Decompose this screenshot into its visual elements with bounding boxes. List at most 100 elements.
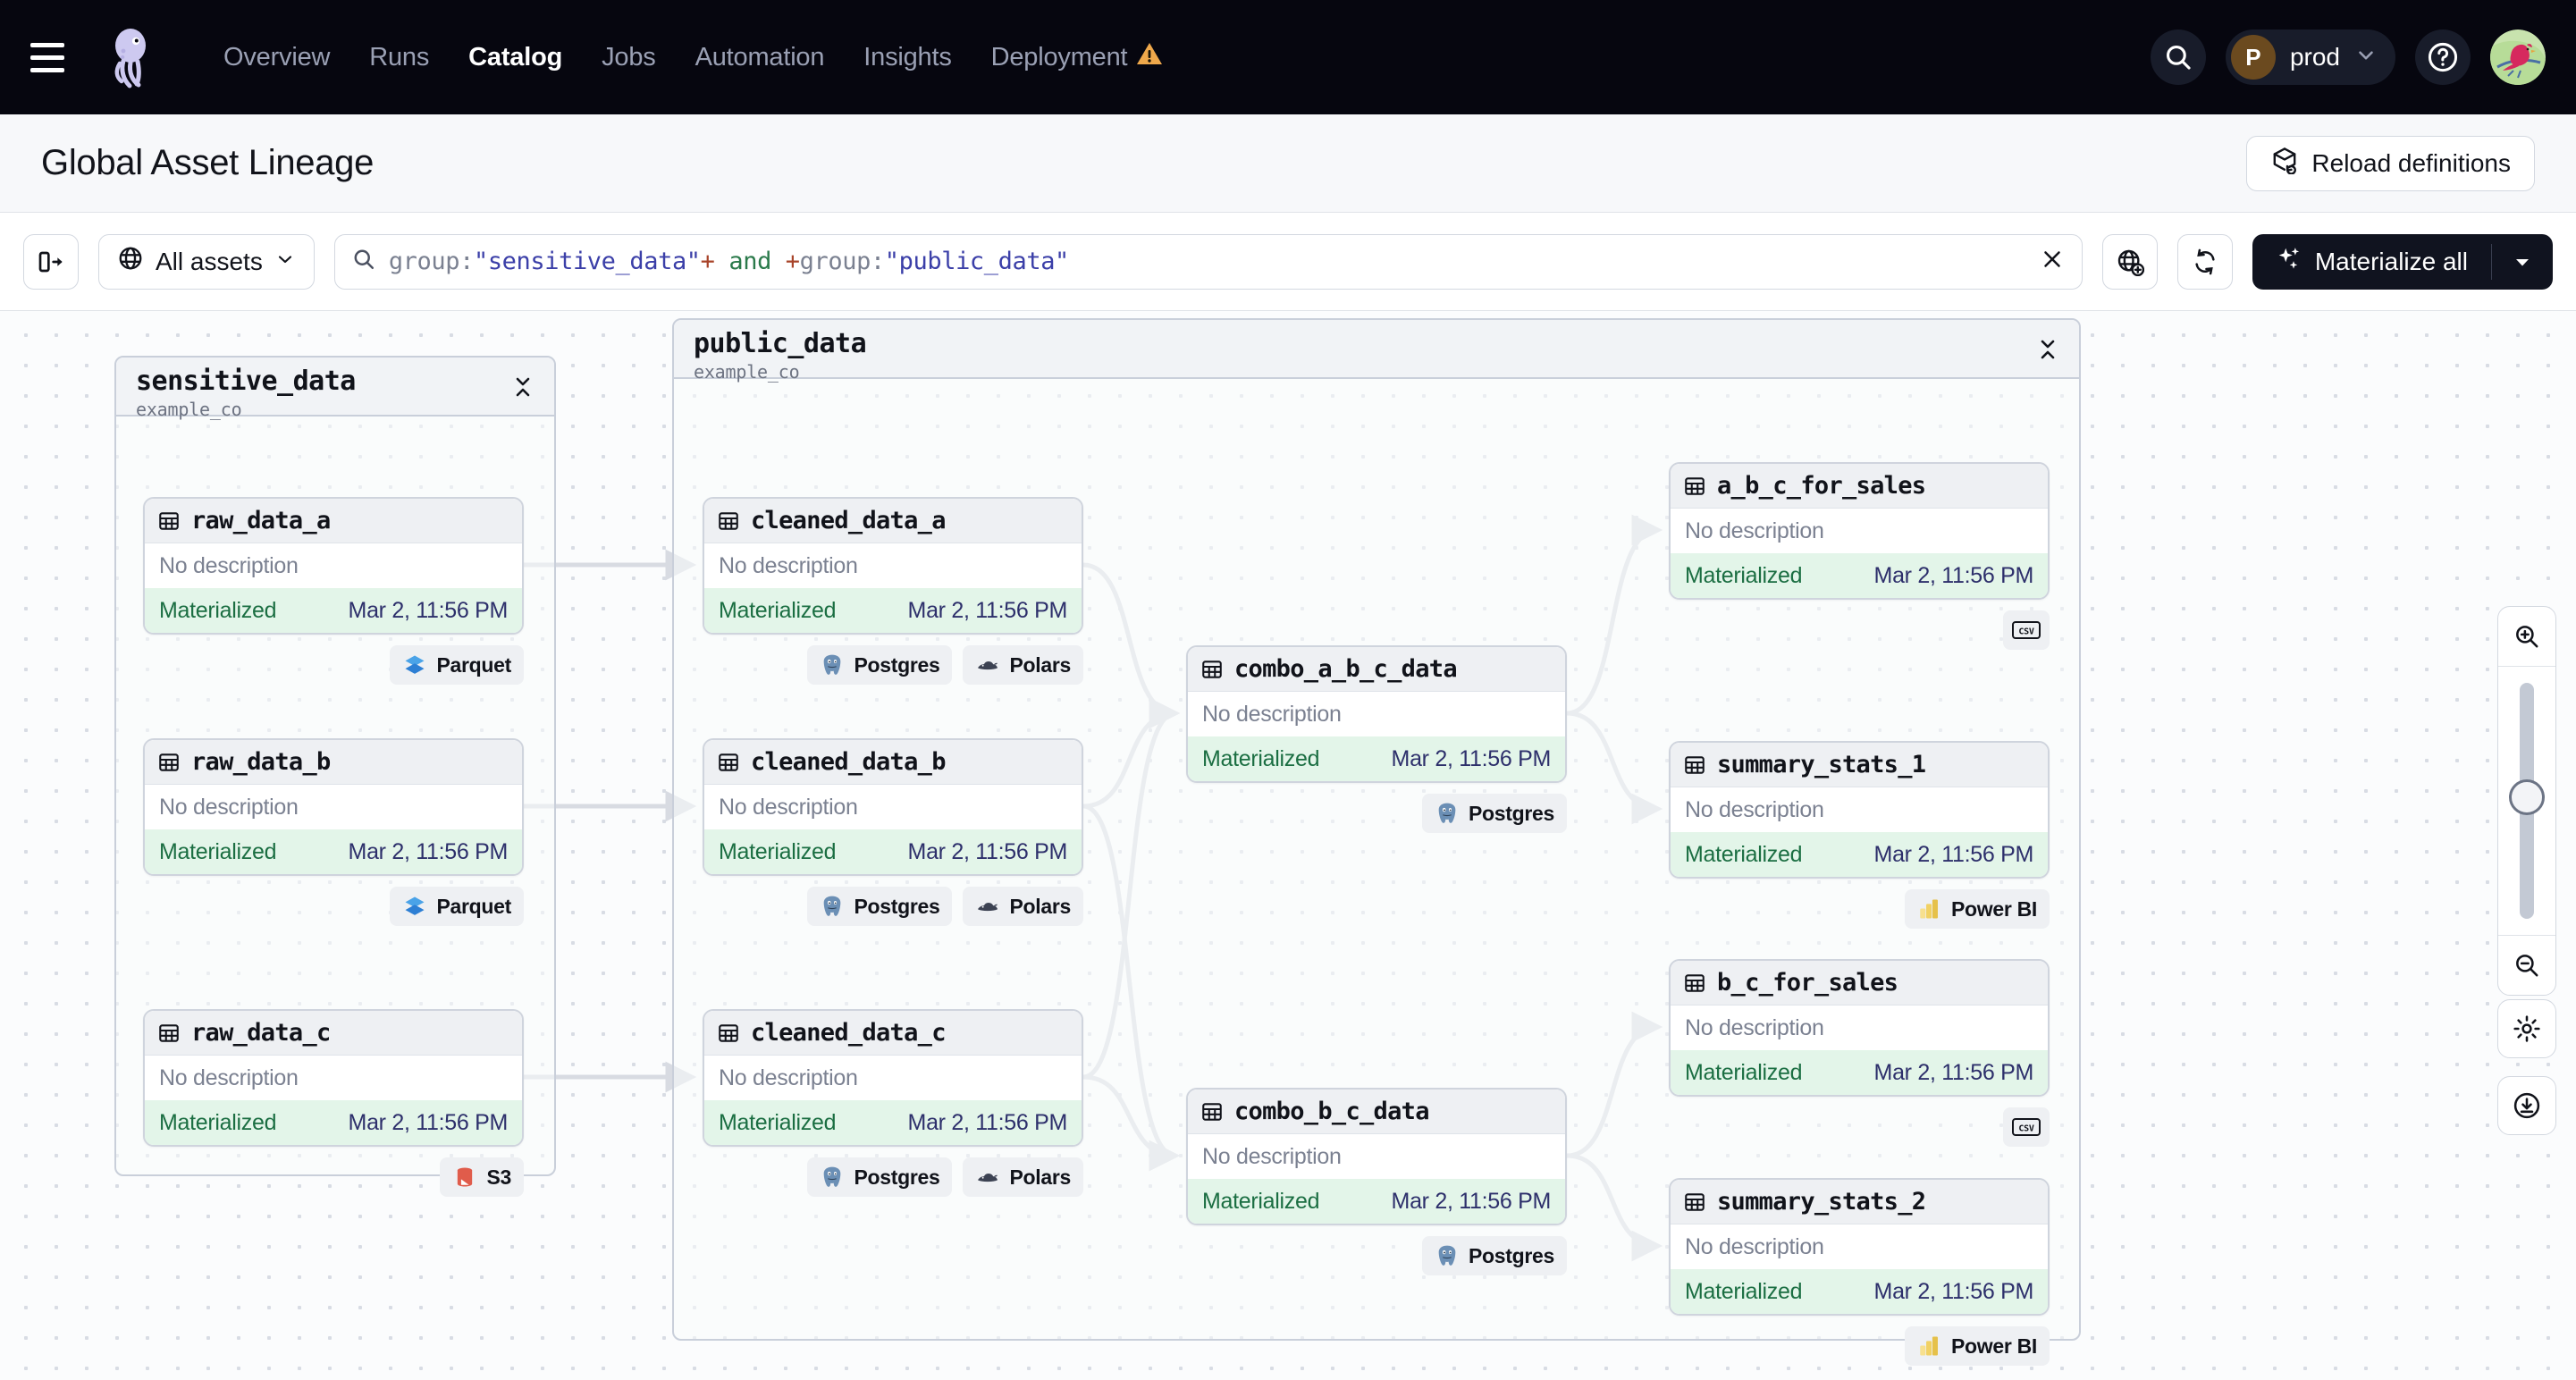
asset-node-description: No description [719,552,858,578]
asset-node-description: No description [159,794,299,820]
postgres-icon [820,894,845,919]
polars-icon [975,652,1000,677]
fit-to-screen-button[interactable] [2497,1076,2556,1135]
asset-group-name: public_data [694,328,867,359]
asset-tag-power-bi[interactable]: Power BI [1904,889,2050,929]
lineage-toolbar: All assets group:"sensitive_data"+ and +… [0,213,2576,311]
collapse-group-icon[interactable] [2036,336,2059,367]
asset-node-name: raw_data_c [191,1019,331,1047]
clear-search-icon[interactable] [2039,246,2066,277]
asset-node-timestamp: Mar 2, 11:56 PM [1873,841,2034,867]
asset-node-status-row: Materialized Mar 2, 11:56 PM [145,1100,522,1145]
reload-definitions-label: Reload definitions [2311,148,2511,177]
asset-node-status-label: Materialized [1685,841,1803,867]
sparkle-icon [2276,245,2302,278]
asset-tag-s3[interactable]: S3 [440,1157,524,1197]
materialize-options-caret-icon[interactable] [2492,251,2553,273]
search-icon[interactable] [2150,29,2206,85]
asset-node-status-label: Materialized [719,597,837,623]
asset-tag-csv[interactable]: CSV [2003,610,2050,650]
asset-tag-csv[interactable]: CSV [2003,1107,2050,1147]
dagster-logo-icon[interactable] [100,24,166,90]
asset-scope-filter-button[interactable]: All assets [98,233,315,290]
lineage-search-field[interactable]: group:"sensitive_data"+ and +group:"publ… [333,233,2083,290]
zoom-in-icon[interactable] [2498,607,2555,666]
polars-icon [975,894,1000,919]
asset-tag-polars[interactable]: Polars [963,887,1083,926]
asset-tag-label: Parquet [436,894,511,918]
nav-link-deployment[interactable]: Deployment [972,32,1183,82]
zoom-slider[interactable] [2498,667,2555,935]
collapse-group-icon[interactable] [511,374,535,405]
asset-tag-parquet[interactable]: Parquet [390,887,524,926]
help-question-icon[interactable] [2415,29,2471,85]
asset-node-status-label: Materialized [159,838,277,864]
zoom-slider-thumb[interactable] [2509,779,2545,815]
asset-node-description: No description [1685,1233,1824,1259]
asset-tag-postgres[interactable]: Postgres [807,1157,953,1197]
asset-node-timestamp: Mar 2, 11:56 PM [1391,745,1552,771]
asset-node-tags: Power BI [1669,889,2050,929]
zoom-controls[interactable] [2497,606,2556,996]
asset-node-status-label: Materialized [159,1109,277,1135]
nav-link-jobs[interactable]: Jobs [602,42,656,72]
deployment-initial-avatar: P [2230,35,2276,80]
asset-node-header: b_c_for_sales [1671,961,2048,1006]
asset-tag-power-bi[interactable]: Power BI [1904,1326,2050,1366]
materialize-all-button[interactable]: Materialize all [2252,233,2553,290]
asset-node-timestamp: Mar 2, 11:56 PM [348,1109,509,1135]
reload-definitions-button[interactable]: Reload definitions [2246,135,2535,191]
nav-link-insights[interactable]: Insights [863,42,952,72]
asset-node-tags: S3 [143,1157,524,1197]
asset-node-header: cleaned_data_b [704,740,1082,785]
asset-node-tags: CSV [1669,610,2050,650]
graph-settings-button[interactable] [2497,999,2556,1058]
hamburger-menu-icon[interactable] [20,29,75,85]
deployment-selector[interactable]: P prod [2225,29,2395,85]
nav-link-runs[interactable]: Runs [369,42,430,72]
asset-tag-postgres[interactable]: Postgres [1421,794,1567,833]
asset-tag-postgres[interactable]: Postgres [807,645,953,685]
svg-text:CSV: CSV [2018,1123,2033,1133]
nav-link-automation[interactable]: Automation [695,42,825,72]
asset-tag-label: Power BI [1950,1334,2037,1358]
asset-tag-postgres[interactable]: Postgres [1421,1236,1567,1275]
asset-node-name: cleaned_data_b [751,748,946,776]
asset-node-description: No description [1685,796,1824,822]
asset-tag-postgres[interactable]: Postgres [807,887,953,926]
asset-tag-parquet[interactable]: Parquet [390,645,524,685]
sidebar-toggle-button[interactable] [23,233,79,290]
asset-node-status-label: Materialized [159,597,277,623]
refresh-button[interactable] [2176,233,2233,290]
asset-tag-polars[interactable]: Polars [963,1157,1083,1197]
nav-link-catalog[interactable]: Catalog [468,42,563,72]
search-icon [351,247,376,276]
zoom-out-icon[interactable] [2498,936,2555,995]
asset-node-header: cleaned_data_c [704,1011,1082,1056]
asset-tag-polars[interactable]: Polars [963,645,1083,685]
reload-definitions-icon [2270,146,2299,181]
chevron-down-icon [2354,44,2378,72]
user-avatar[interactable] [2490,29,2546,85]
nav-link-overview[interactable]: Overview [223,42,331,72]
asset-tag-label: Postgres [1468,1243,1554,1267]
globe-add-button[interactable] [2101,233,2158,290]
